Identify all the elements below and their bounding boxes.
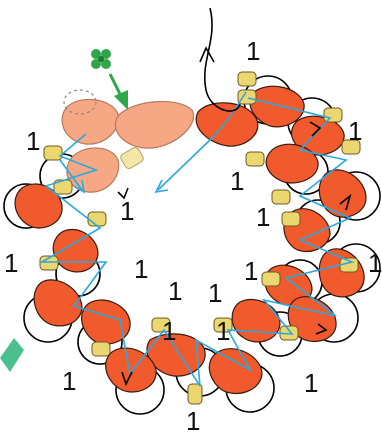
petal-bead [318,169,367,218]
seed-bead [323,107,343,123]
seed-bead [151,317,171,333]
step-label: 1 [26,126,40,156]
petal-bead [80,299,131,345]
highlighted-petals [61,98,195,193]
step-label: 1 [186,406,200,436]
thread-direction-arrows [117,121,352,387]
step-label: 1 [162,316,176,346]
petal-bead [195,102,259,147]
petal-bead [265,143,319,184]
seed-bead [87,211,107,227]
step-label: 1 [168,276,182,306]
step-labels: 1 1 1 1 1 1 1 1 1 1 1 1 1 1 1 1 1 [4,36,382,436]
step-label: 1 [120,196,134,226]
seed-bead [237,71,257,87]
step-label: 1 [246,36,260,66]
step-label: 1 [230,166,244,196]
up-arrow-icon [199,46,215,63]
start-bead-outline [63,89,97,115]
petal-bead-highlight [114,100,195,149]
four-leaf-clover-icon [91,49,111,69]
step-label: 1 [348,116,362,146]
seed-bead [91,341,111,357]
petal-bead [33,279,83,327]
seed-bead [187,383,203,405]
seed-bead [237,89,257,105]
step-label: 1 [134,254,148,284]
step-label: 1 [208,278,222,308]
seed-bead [271,189,291,205]
seed-bead [281,211,301,227]
next-step-arrow-icon [0,338,24,372]
seed-bead [43,145,63,161]
petal-bead-highlight [61,98,120,145]
seed-bead [261,271,281,287]
step-label: 1 [4,248,18,278]
step-label: 1 [216,316,230,346]
seed-bead [213,317,233,333]
step-label: 1 [244,256,258,286]
petal-bead [105,347,157,393]
petal-bead [231,298,281,343]
seed-bead [341,139,361,155]
seed-bead-highlight [120,147,144,169]
petal-bead [249,85,305,128]
seed-bead [245,151,265,167]
start-arrow-icon [108,73,128,110]
seed-bead [39,255,59,271]
petal-bead [208,348,263,395]
thread-path-blue [39,91,355,387]
step-label: 1 [256,202,270,232]
step-label: 1 [62,366,76,396]
thread-tail [204,7,241,112]
step-label: 1 [368,248,382,278]
petal-beads [14,85,367,395]
step-label: 1 [304,368,318,398]
petal-bead [318,248,365,298]
seed-beads [39,71,361,405]
